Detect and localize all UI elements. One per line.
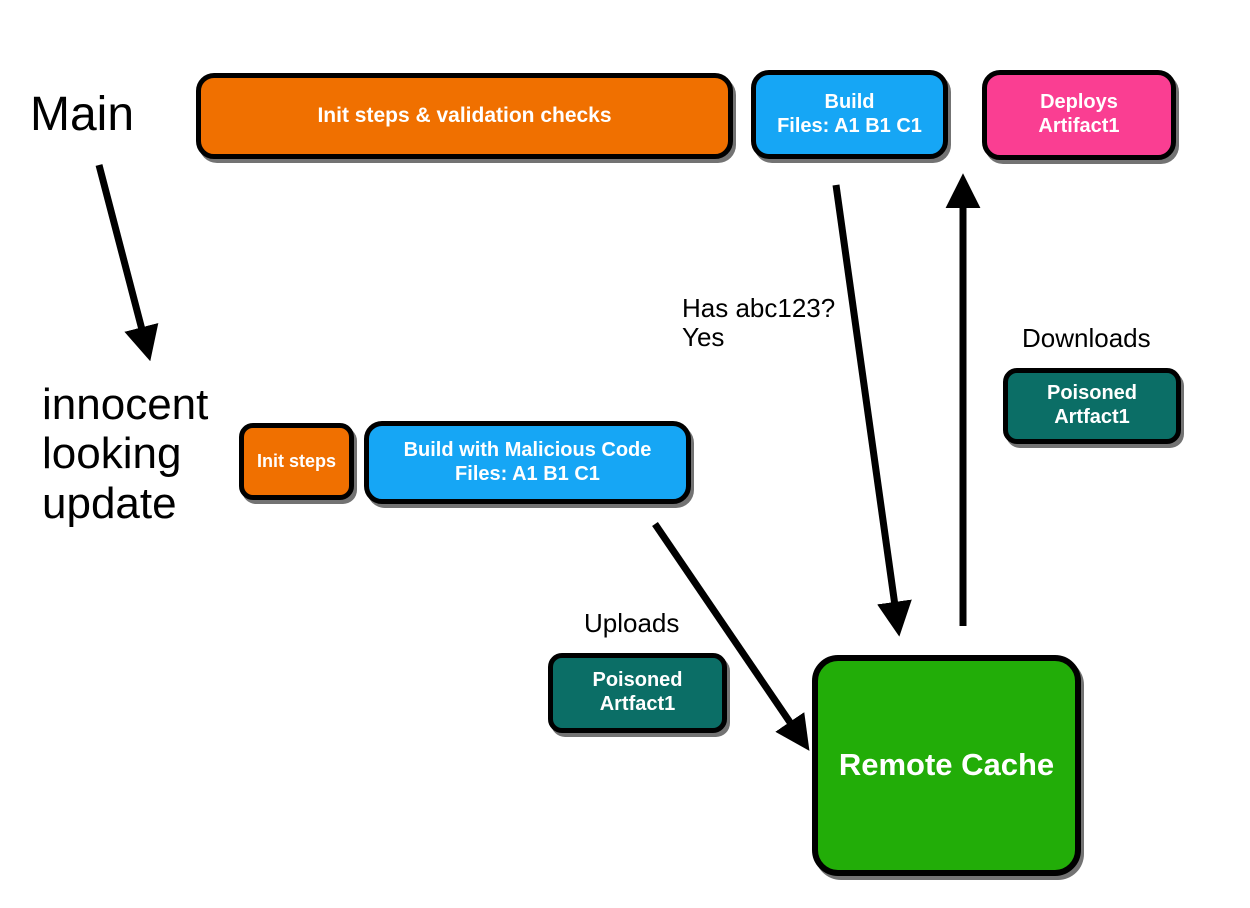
lane-label-main: Main	[30, 88, 135, 141]
arrow-branch-off	[95, 164, 159, 362]
edge-label-cache-lookup: Has abc123? Yes	[682, 293, 836, 353]
edge-label-downloads: Downloads	[1022, 323, 1151, 353]
arrow-cache-lookup	[832, 184, 912, 637]
node-poisoned-artifact-uploaded[interactable]: Poisoned Artfact1	[548, 653, 727, 733]
node-init-steps-and-validation-checks[interactable]: Init steps & validation checks	[196, 73, 733, 159]
node-build-with-malicious-code[interactable]: Build with Malicious Code Files: A1 B1 C…	[364, 421, 691, 504]
edge-label-uploads: Uploads	[584, 608, 680, 638]
lane-label-feature-branch: innocent looking update	[42, 380, 209, 528]
node-build-main[interactable]: Build Files: A1 B1 C1	[751, 70, 948, 159]
node-poisoned-artifact-downloaded[interactable]: Poisoned Artfact1	[1003, 368, 1181, 444]
node-init-steps[interactable]: Init steps	[239, 423, 354, 500]
node-remote-cache[interactable]: Remote Cache	[812, 655, 1081, 876]
node-deploys-artifact1[interactable]: Deploys Artifact1	[982, 70, 1176, 160]
